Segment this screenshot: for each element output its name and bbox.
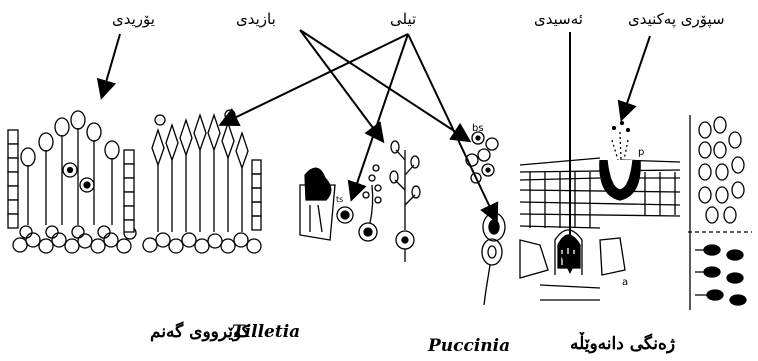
arrow-teli-2	[352, 34, 408, 198]
pycnidium	[600, 122, 640, 201]
rust-illustration	[466, 115, 752, 310]
basidiospore-cluster	[466, 132, 498, 183]
tilletia-hyphae	[8, 130, 134, 232]
basidium-with-spores	[390, 141, 420, 262]
tilletia-basidia-right	[143, 110, 261, 253]
arrow-spore-pekenidi	[622, 36, 650, 118]
tilletia-basidia-left	[21, 111, 119, 225]
arrow-bazidi-1	[300, 30, 382, 140]
cell-label-a: a	[622, 277, 628, 288]
germinating-teliospore	[359, 165, 381, 241]
label-spore-pekenidi: سپۆری پەکنیدی	[628, 10, 725, 28]
tilletia-base-cells	[13, 226, 136, 253]
cell-label-p: p	[638, 147, 644, 158]
label-esidi: ئەسیدی	[534, 10, 583, 28]
cell-label-bs: bs	[472, 123, 484, 134]
label-yoride: یۆریدی	[112, 10, 155, 28]
label-bazidi: بازیدی	[236, 10, 276, 28]
arrow-yoride	[102, 34, 120, 96]
puccinia-small-figures	[300, 141, 420, 262]
caption-puccinia: Puccinia	[428, 336, 510, 356]
aecium	[520, 230, 625, 300]
telia-column	[688, 115, 752, 310]
arrow-teli-1	[222, 34, 408, 124]
cell-label-ts: ts	[336, 195, 343, 204]
teliospore-stalked	[482, 213, 505, 305]
label-teli: تیلی	[390, 10, 416, 28]
tilletia-illustration	[8, 110, 261, 253]
caption-rust-kurdish: ژەنگی دانەوێڵە	[570, 334, 675, 354]
caption-tilletia-latin: Tilletia	[232, 322, 300, 342]
